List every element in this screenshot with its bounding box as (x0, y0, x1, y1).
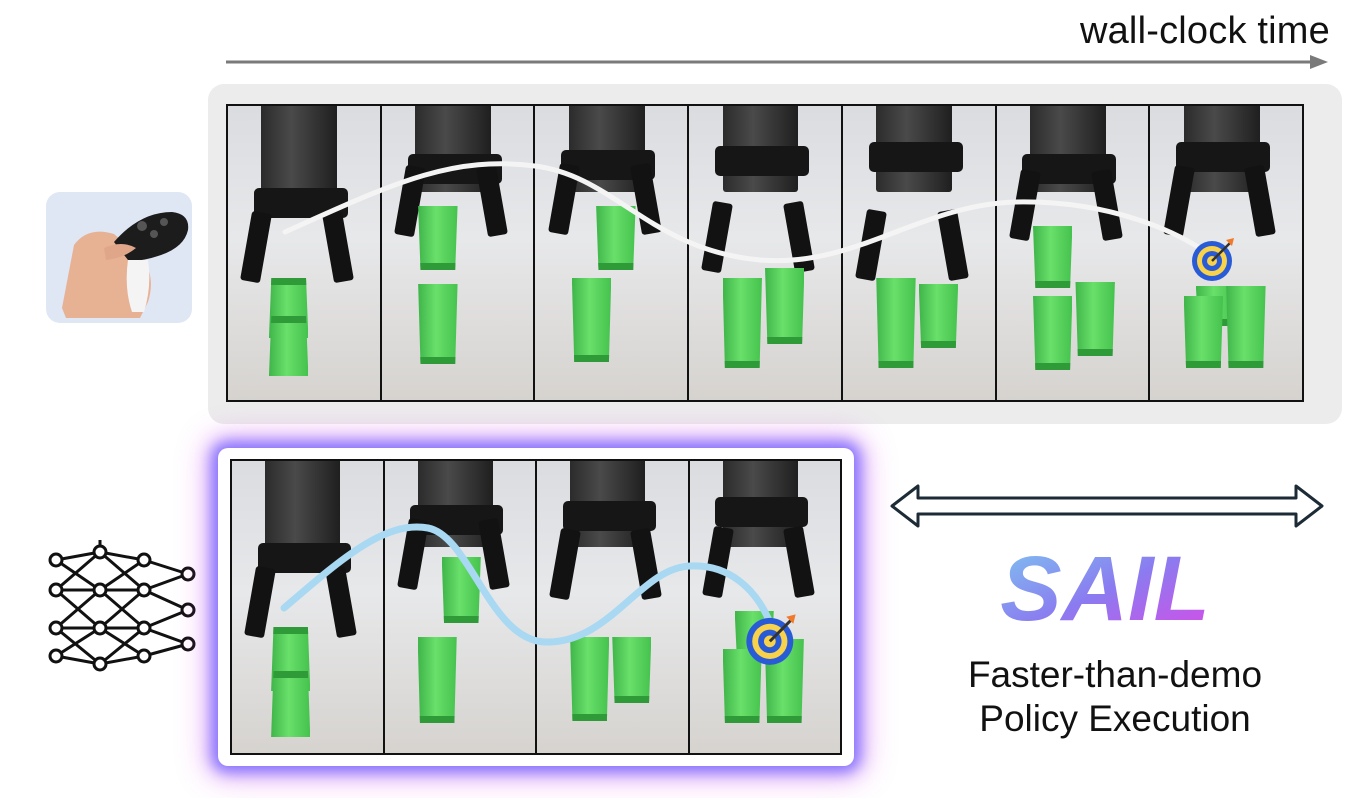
policy-frame-4 (689, 459, 842, 755)
demo-frame-6 (996, 104, 1151, 402)
target-icon (746, 614, 796, 665)
tagline-line-2: Policy Execution (979, 698, 1251, 739)
vr-controller-icon (46, 192, 192, 323)
policy-frame-1 (230, 459, 385, 755)
tagline-line-1: Faster-than-demo (967, 654, 1263, 695)
neural-network-icon (48, 540, 196, 672)
target-icon (1192, 238, 1234, 281)
sail-logo: SAIL (1000, 542, 1210, 632)
time-axis-arrow (226, 55, 1328, 69)
policy-filmstrip (230, 459, 842, 755)
method-tagline: Faster-than-demo Policy Execution (900, 653, 1330, 741)
sail-title: SAIL (1000, 542, 1210, 632)
demo-frame-5 (842, 104, 997, 402)
time-axis-label: wall-clock time (1079, 10, 1330, 52)
demo-frame-2 (381, 104, 536, 402)
demo-frame-1 (226, 104, 382, 402)
double-arrow-icon (890, 484, 1324, 528)
demo-frame-3 (535, 104, 690, 402)
policy-frame-3 (537, 459, 690, 755)
